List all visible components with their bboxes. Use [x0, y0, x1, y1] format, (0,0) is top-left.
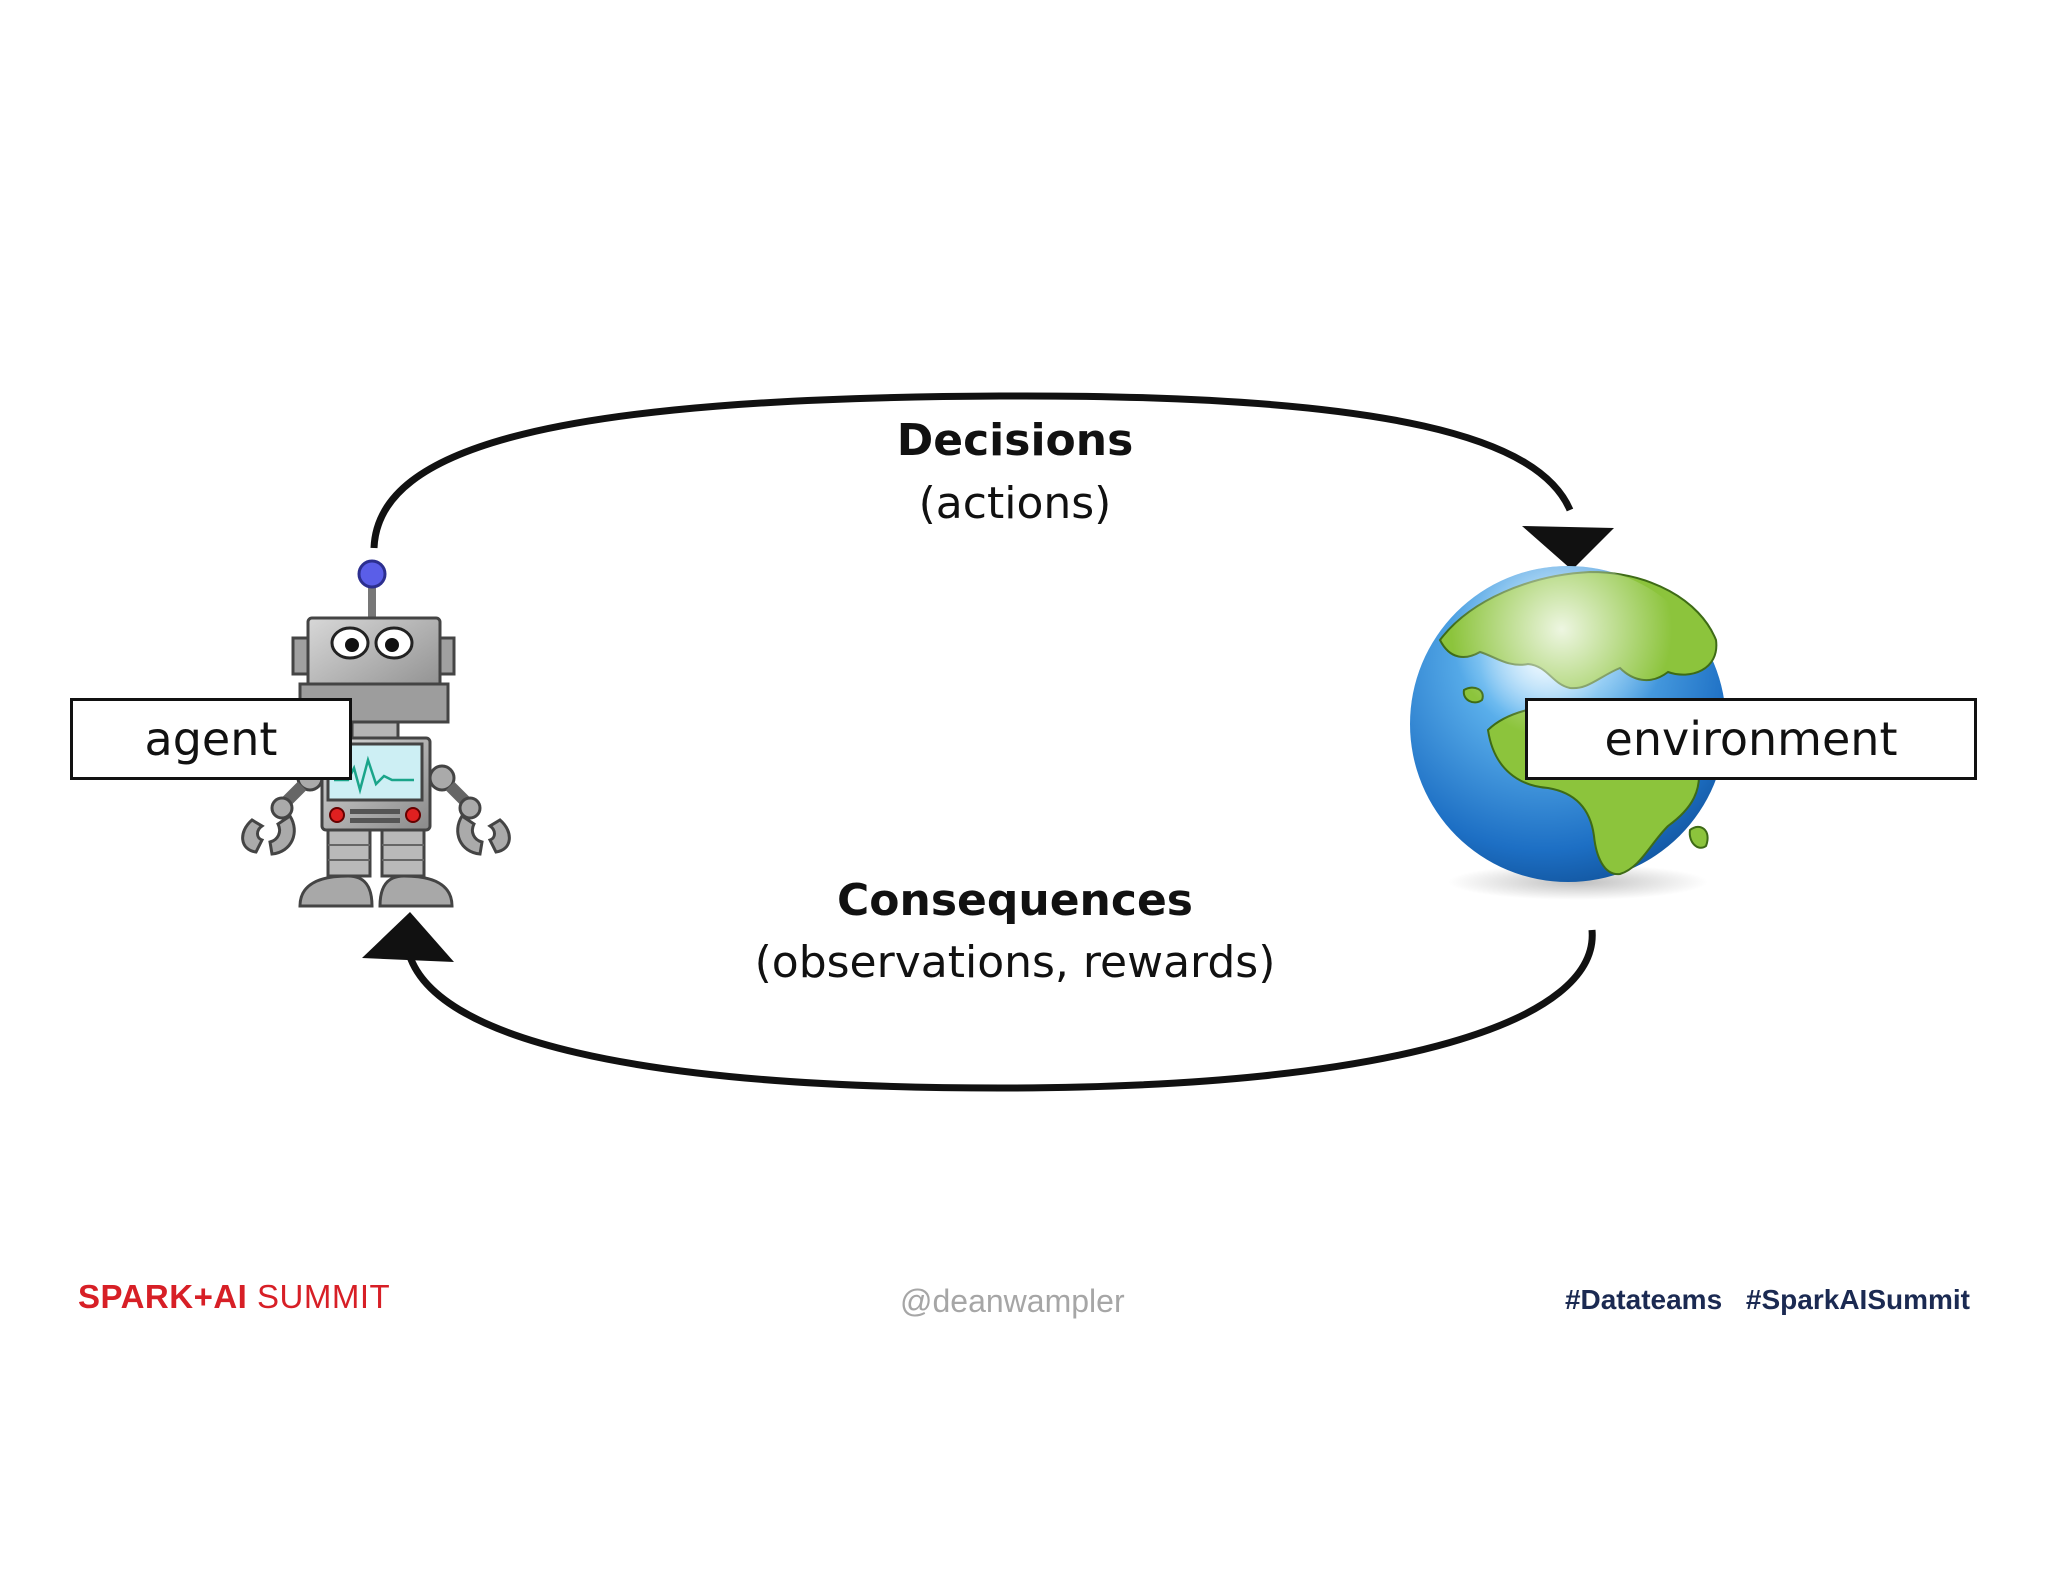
brand-regular: SUMMIT: [257, 1278, 391, 1315]
hashtag-sparkaisummit: #SparkAISummit: [1745, 1284, 1970, 1315]
decisions-arrow: [370, 392, 1574, 549]
twitter-handle: @deanwampler: [900, 1283, 1125, 1319]
brand-bold: SPARK+AI: [78, 1278, 248, 1315]
consequences-arrowhead: [362, 912, 454, 962]
decisions-arrowhead: [1522, 526, 1614, 570]
decisions-title: Decisions: [896, 415, 1134, 466]
consequences-arrow: [404, 929, 1596, 1092]
hashtag-datateams: #Datateams: [1564, 1284, 1723, 1315]
hashtags: #Datateams #SparkAISummit: [1565, 1284, 1970, 1316]
decisions-subtitle: (actions): [918, 478, 1112, 529]
environment-label: environment: [1525, 698, 1977, 780]
robot-icon: [241, 559, 511, 908]
consequences-subtitle: (observations, rewards): [754, 937, 1276, 988]
agent-label: agent: [70, 698, 352, 780]
consequences-title: Consequences: [837, 875, 1193, 926]
summit-logo: SPARK+AI SUMMIT: [78, 1278, 390, 1316]
